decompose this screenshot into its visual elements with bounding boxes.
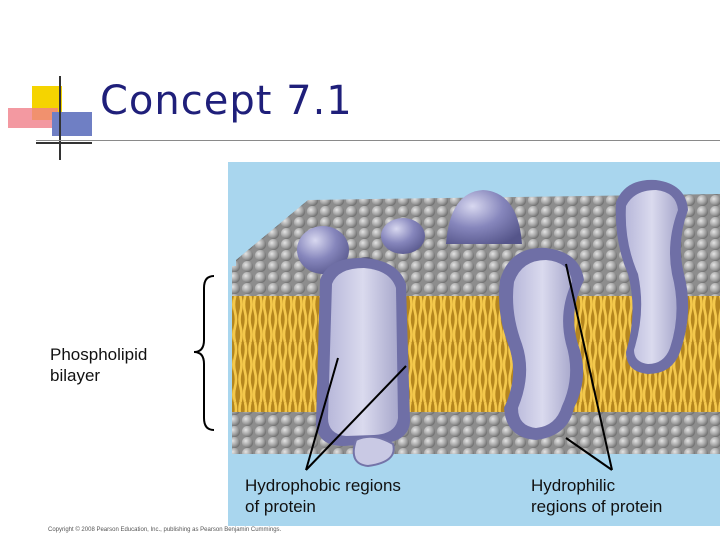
slide-logo-decoration xyxy=(8,76,92,160)
transmembrane-protein-1 xyxy=(328,268,398,436)
surface-protein-middle xyxy=(381,218,425,254)
transmembrane-protein-2 xyxy=(513,260,572,428)
surface-protein-dome xyxy=(446,190,522,244)
lower-head-layer xyxy=(232,412,720,454)
transmembrane-protein-3 xyxy=(625,190,678,364)
membrane-illustration xyxy=(228,162,720,526)
title-divider xyxy=(36,140,720,141)
bilayer-bracket xyxy=(193,275,215,431)
hydrophobic-regions-label: Hydrophobic regions of protein xyxy=(245,476,401,516)
copyright-notice: Copyright © 2008 Pearson Education, Inc.… xyxy=(48,527,282,533)
logo-blue-square xyxy=(52,112,92,136)
phospholipid-bilayer-label: Phospholipid bilayer xyxy=(50,345,148,385)
hydrophilic-regions-label: Hydrophilic regions of protein xyxy=(531,476,663,516)
logo-red-bar xyxy=(8,108,58,128)
slide-title: Concept 7.1 xyxy=(100,78,353,124)
surface-protein-left xyxy=(297,226,349,274)
